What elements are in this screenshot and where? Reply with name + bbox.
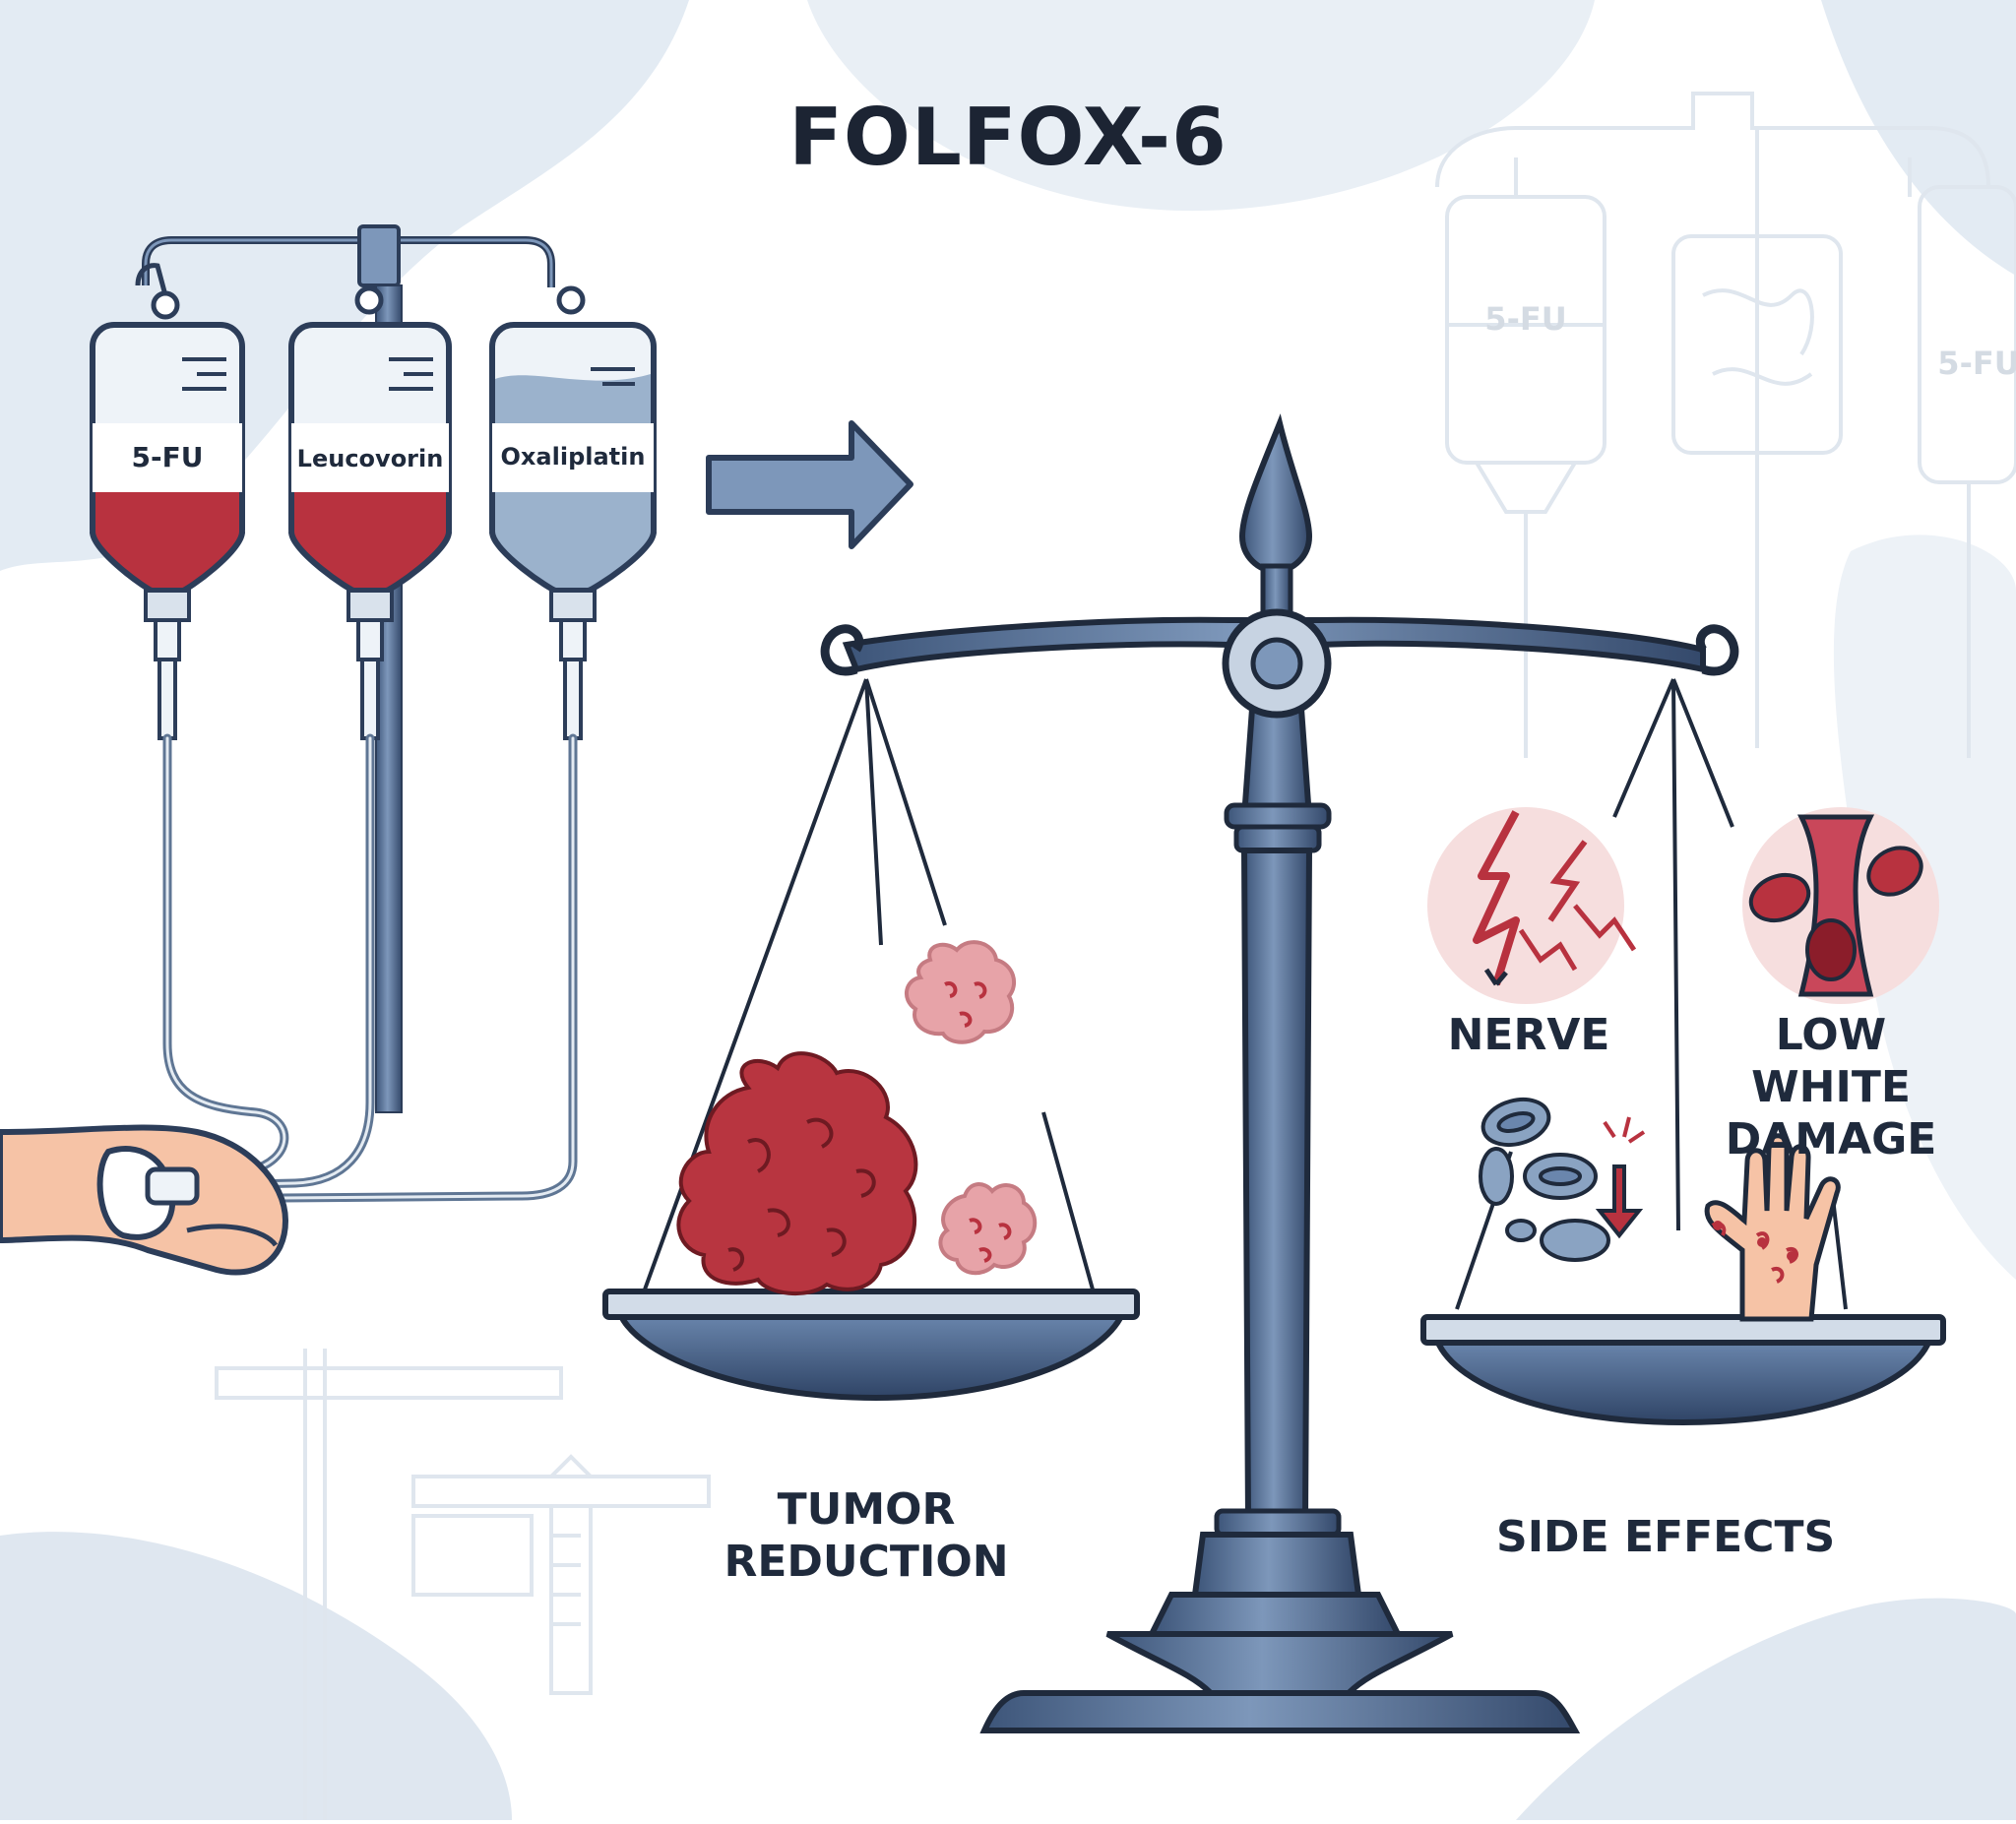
nerve-damage-icon	[1427, 807, 1637, 1004]
faded-background-art	[215, 92, 2016, 1820]
bag-label-leucovorin: Leucovorin	[297, 445, 444, 472]
iv-bag-oxaliplatin: Oxaliplatin	[489, 285, 657, 740]
iv-bag-5fu: 5-FU	[90, 263, 245, 740]
nerve-label: NERVE	[1447, 1010, 1610, 1060]
hand-foot-icon	[1704, 1133, 1841, 1322]
ghost-label-5fu-2: 5-FU	[1937, 345, 2016, 382]
side-effects-label: SIDE EFFECTS	[1496, 1512, 1836, 1562]
scale-pan-left	[602, 678, 1140, 1402]
blood-vessel-icon	[1742, 807, 1939, 1004]
ghost-label-5fu-1: 5-FU	[1484, 300, 1566, 338]
tumor-reduction-label: TUMOR REDUCTION	[724, 1484, 1009, 1587]
scale-pan-right	[1420, 678, 1946, 1426]
scale-beam	[820, 608, 1739, 719]
white-blood-cells-icon	[1479, 1097, 1646, 1262]
iv-bag-leucovorin: Leucovorin	[288, 285, 452, 740]
bag-label-5fu: 5-FU	[132, 441, 204, 473]
bag-label-oxaliplatin: Oxaliplatin	[501, 443, 646, 471]
low-white-damage-label: LOW WHITE DAMAGE	[1725, 1010, 1937, 1164]
patient-hand	[0, 1124, 289, 1276]
balance-scale	[979, 413, 1581, 1733]
right-arrow	[706, 420, 914, 549]
page-title: FOLFOX-6	[788, 92, 1228, 183]
tumor-cluster	[676, 940, 1038, 1296]
iv-tubing-highlight	[165, 736, 575, 1201]
